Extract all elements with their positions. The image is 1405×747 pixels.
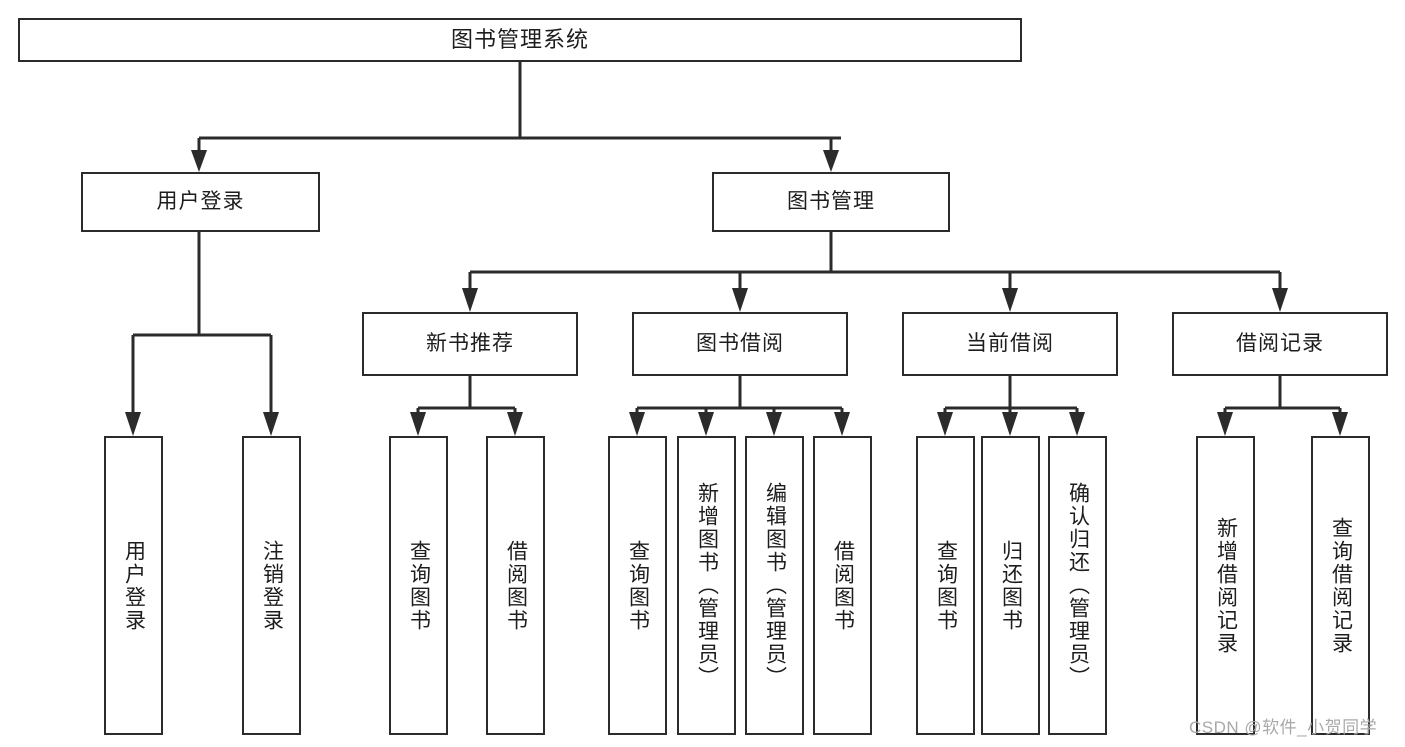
arrowhead-leaf-record-1	[1217, 412, 1233, 436]
leaf-book-borrow-borrow[interactable]: 借阅图书	[813, 436, 872, 735]
arrowhead-leaf-user-2	[263, 412, 279, 436]
arrowhead-leaf-new-1	[410, 412, 426, 436]
leaf-user-login-logout[interactable]: 注销登录	[242, 436, 301, 735]
node-current-borrow[interactable]: 当前借阅	[902, 312, 1118, 376]
leaf-borrow-record-query[interactable]: 查询借阅记录	[1311, 436, 1370, 735]
arrowhead-leaf-borrow-4	[834, 412, 850, 436]
arrowhead-leaf-current-3	[1069, 412, 1085, 436]
arrowhead-user-login	[191, 150, 207, 172]
arrowhead-leaf-record-2	[1332, 412, 1348, 436]
leaf-user-login-login[interactable]: 用户登录	[104, 436, 163, 735]
leaf-current-borrow-return[interactable]: 归还图书	[981, 436, 1040, 735]
node-book-management[interactable]: 图书管理	[712, 172, 950, 232]
node-book-borrow[interactable]: 图书借阅	[632, 312, 848, 376]
arrowhead-leaf-new-2	[507, 412, 523, 436]
watermark-text: CSDN @软件_小贺同学	[1189, 718, 1378, 737]
node-new-book-recommend[interactable]: 新书推荐	[362, 312, 578, 376]
arrowhead-leaf-current-1	[937, 412, 953, 436]
arrowhead-leaf-borrow-3	[766, 412, 782, 436]
leaf-current-borrow-confirm-return[interactable]: 确认归还（管理员）	[1048, 436, 1107, 735]
node-root[interactable]: 图书管理系统	[18, 18, 1022, 62]
arrowhead-book-manage	[823, 150, 839, 172]
arrowhead-current-borrow	[1002, 288, 1018, 312]
leaf-book-borrow-query[interactable]: 查询图书	[608, 436, 667, 735]
leaf-new-book-query[interactable]: 查询图书	[389, 436, 448, 735]
leaf-new-book-borrow[interactable]: 借阅图书	[486, 436, 545, 735]
arrowhead-new-book	[462, 288, 478, 312]
leaf-book-borrow-edit[interactable]: 编辑图书（管理员）	[745, 436, 804, 735]
leaf-borrow-record-add[interactable]: 新增借阅记录	[1196, 436, 1255, 735]
arrowhead-book-borrow	[732, 288, 748, 312]
arrowhead-leaf-borrow-1	[629, 412, 645, 436]
arrowhead-leaf-user-1	[125, 412, 141, 436]
arrowhead-borrow-record	[1272, 288, 1288, 312]
arrowhead-leaf-borrow-2	[698, 412, 714, 436]
leaf-current-borrow-query[interactable]: 查询图书	[916, 436, 975, 735]
leaf-book-borrow-add[interactable]: 新增图书（管理员）	[677, 436, 736, 735]
arrowhead-leaf-current-2	[1002, 412, 1018, 436]
node-user-login[interactable]: 用户登录	[81, 172, 320, 232]
node-borrow-record[interactable]: 借阅记录	[1172, 312, 1388, 376]
